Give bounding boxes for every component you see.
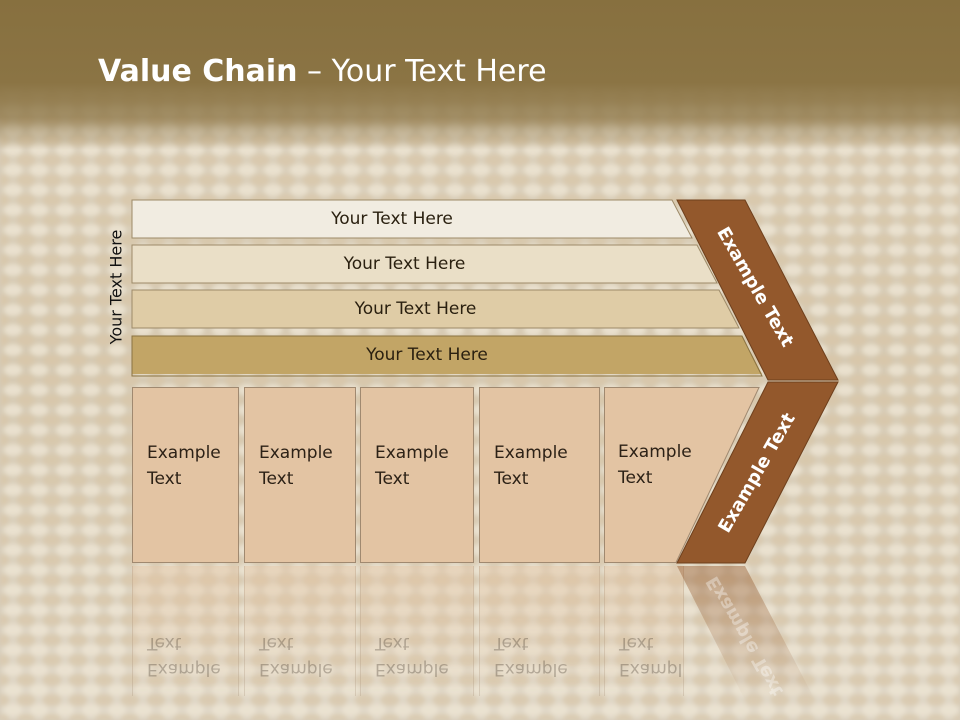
activity-box-3-line2: Text — [375, 469, 410, 489]
slide-title-bold: Value Chain — [98, 54, 298, 89]
activity-box-4: Example Text — [479, 387, 600, 563]
activity-box-2: Example Text — [244, 387, 356, 563]
activity-box-4-line1: Example — [494, 443, 568, 463]
chevron-top-arm — [676, 199, 839, 381]
activity-box-1-line1: Example — [147, 443, 221, 463]
activity-box-2-line2: Text — [259, 469, 294, 489]
chevron-bottom-arm — [676, 381, 839, 564]
activity-box-5: Example Text — [604, 387, 764, 563]
activity-box-2-line1: Example — [259, 443, 333, 463]
slide-title: Value Chain – Your Text Here — [98, 54, 547, 89]
activity-box-5-line2: Text — [618, 468, 653, 488]
activity-box-5-shape — [604, 387, 760, 563]
activity-box-3: Example Text — [360, 387, 474, 563]
activity-box-5-line1: Example — [618, 442, 692, 462]
chevron-reflection — [677, 566, 815, 700]
activity-box-1: Example Text — [132, 387, 239, 563]
slide-title-rest: – Your Text Here — [297, 54, 547, 89]
activity-box-4-line2: Text — [494, 469, 529, 489]
activity-box-3-line1: Example — [375, 443, 449, 463]
activity-box-1-line2: Text — [147, 469, 182, 489]
title-bar: Value Chain – Your Text Here — [0, 0, 960, 150]
